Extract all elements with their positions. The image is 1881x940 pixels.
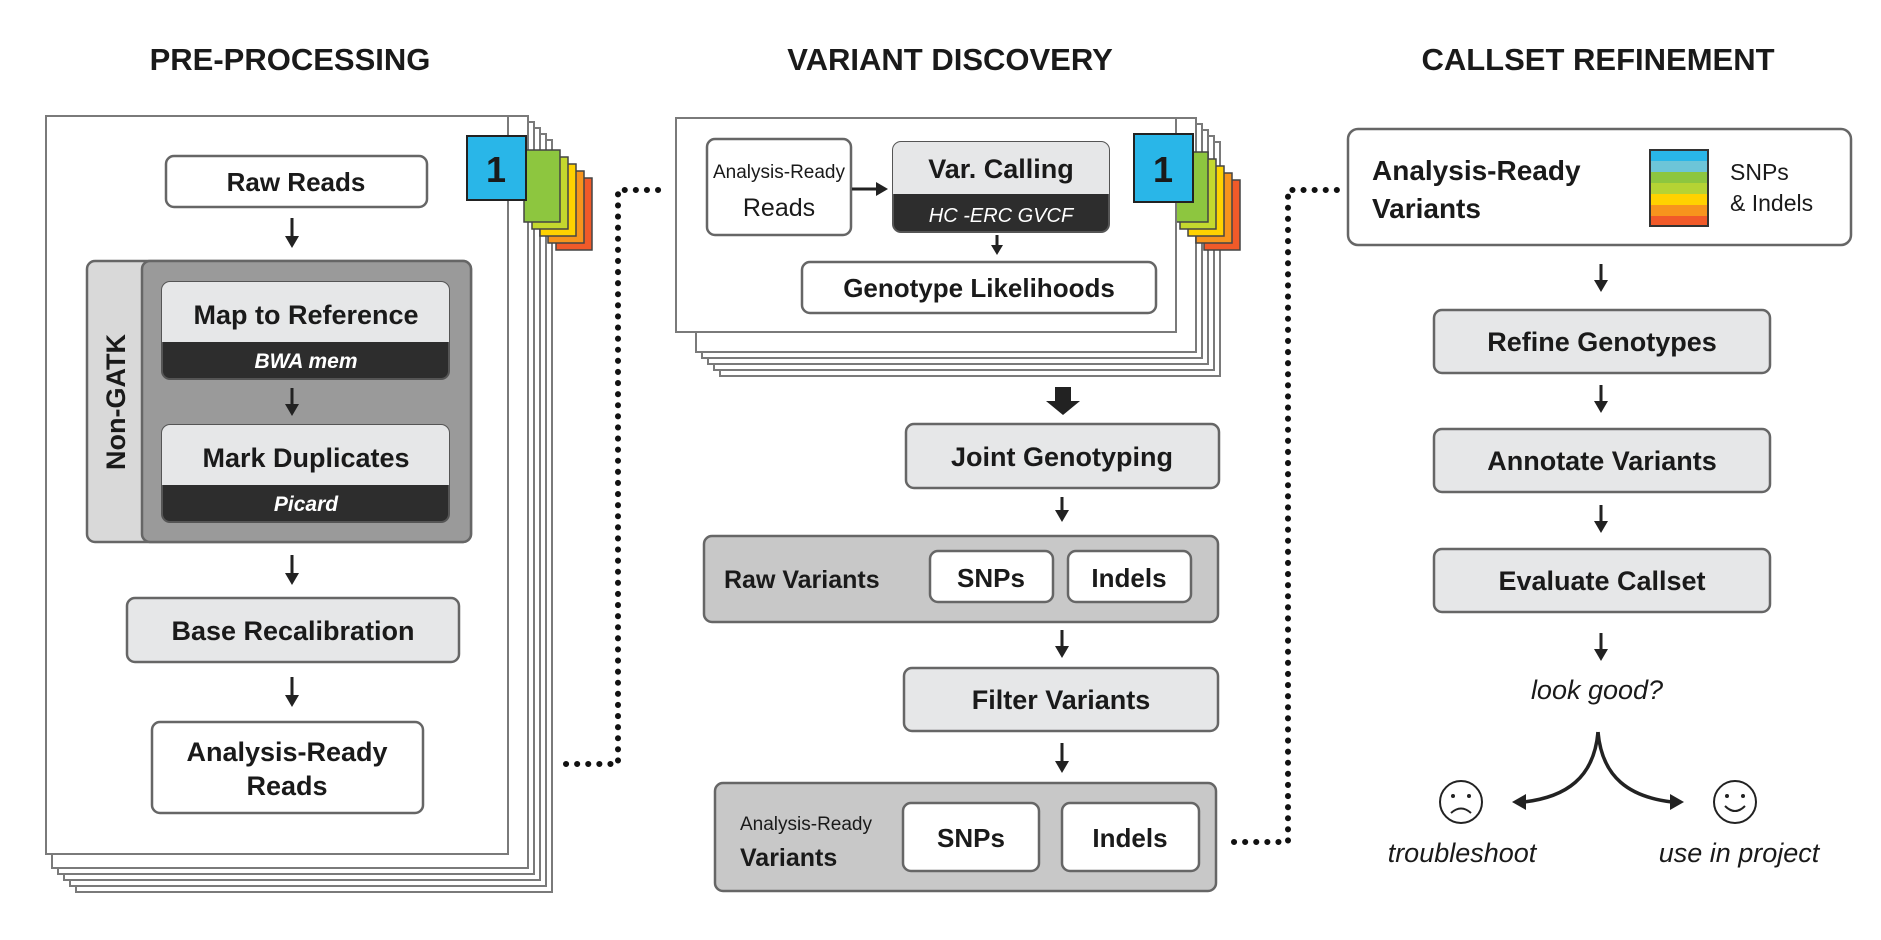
sad-face-icon [1439,780,1483,824]
ar-snps-box [901,801,1041,873]
analysis-ready-reads-box [150,720,425,815]
map-to-reference-label: Map to Reference [193,300,418,330]
genotype-likelihoods-label: Genotype Likelihoods [843,273,1115,303]
smiley-face-icon [1713,780,1757,824]
var-calling-top [893,142,1109,194]
filter-variants-box [902,666,1220,733]
picard-label: Picard [274,493,339,516]
badge-1-label: 1 [1153,149,1173,190]
variant-discovery-panel: 1 Analysis-Ready Reads Var. Calling HC -… [675,117,1241,893]
ar-indels-box [1060,801,1201,873]
dotted-connector [563,187,667,767]
arrowhead [1594,649,1608,661]
var-calling-label: Var. Calling [928,154,1074,184]
legend-snps-label: SNPs [1730,159,1789,185]
annotate-variants-label: Annotate Variants [1487,446,1717,476]
branch-arrow-left [1523,731,1600,804]
vd-ar-variants-line1: Analysis-Ready [740,814,872,835]
analysis-ready-reads-line1: Analysis-Ready [186,737,387,767]
hc-erc-label: HC -ERC GVCF [929,205,1075,227]
header-preprocessing: PRE-PROCESSING [150,42,431,77]
raw-snps-label: SNPs [957,563,1025,593]
evaluate-callset-label: Evaluate Callset [1498,566,1705,596]
arrowhead [1594,521,1608,533]
vd-reads-line2: Reads [743,194,815,222]
cr-analysis-ready-variants-box [1346,127,1853,247]
filter-variants-label: Filter Variants [972,685,1151,715]
arrowhead [1594,401,1608,413]
look-good-label: look good? [1531,675,1663,705]
legend-indels-label: & Indels [1730,190,1813,216]
callset-refinement-panel: Analysis-Ready Variants SNPs & Indels Re… [1346,127,1853,868]
troubleshoot-label: troubleshoot [1388,838,1538,868]
raw-snps-box [928,549,1055,604]
joint-genotyping-box [904,422,1221,490]
arrowhead [1670,794,1684,810]
badge-1 [1133,133,1194,203]
arrowhead [876,182,888,196]
ar-snps-label: SNPs [937,823,1005,853]
vd-analysis-ready-reads-box [705,137,853,237]
arrowhead [1512,794,1526,810]
arrowhead [1055,510,1069,522]
arrowhead [285,695,299,707]
base-recalibration-label: Base Recalibration [171,616,414,646]
raw-indels-label: Indels [1091,563,1166,593]
bwa-mem-label: BWA mem [254,350,357,373]
non-gatk-label: Non-GATK [101,334,131,470]
arrowhead [1594,280,1608,292]
badge-1-label: 1 [486,149,506,190]
arrowhead [285,404,299,416]
header-variant-discovery: VARIANT DISCOVERY [787,42,1113,77]
badge-1 [466,135,527,201]
mark-duplicates-top [162,425,449,485]
refine-genotypes-box [1432,308,1772,375]
preprocessing-panel: 1 Raw Reads Non-GATK Map to Reference BW… [45,115,593,893]
arrowhead [285,573,299,585]
use-in-project-label: use in project [1659,838,1821,868]
arrowhead [1055,646,1069,658]
thick-arrow-shaft [1055,387,1071,403]
raw-reads-box [164,154,429,209]
vd-analysis-ready-line1: Analysis-Ready [713,162,845,183]
evaluate-callset-box [1432,547,1772,614]
analysis-ready-reads-line2: Reads [246,771,327,801]
raw-variants-label: Raw Variants [724,566,880,594]
genotype-likelihoods-box [800,260,1158,315]
annotate-variants-box [1432,427,1772,494]
raw-indels-box [1066,549,1193,604]
branch-arrow-right [1596,731,1673,804]
header-callset-refinement: CALLSET REFINEMENT [1421,42,1774,77]
dotted-connector [1231,187,1341,845]
stack-tab-green [523,149,561,223]
map-to-reference-top [162,282,449,342]
ar-indels-label: Indels [1092,823,1167,853]
refine-genotypes-label: Refine Genotypes [1487,327,1717,357]
mark-duplicates-label: Mark Duplicates [202,443,409,473]
snp-indel-legend [1649,149,1709,227]
cr-ar-variants-line1: Analysis-Ready [1372,155,1581,186]
arrowhead [1055,761,1069,773]
raw-reads-label: Raw Reads [227,167,366,197]
cr-ar-variants-line2: Variants [1372,193,1481,224]
base-recalibration-box [125,596,461,664]
joint-genotyping-label: Joint Genotyping [951,442,1173,472]
vd-ar-variants-line2: Variants [740,844,837,872]
arrowhead [285,236,299,248]
thick-arrowhead [1046,401,1080,415]
arrowhead [991,245,1003,255]
